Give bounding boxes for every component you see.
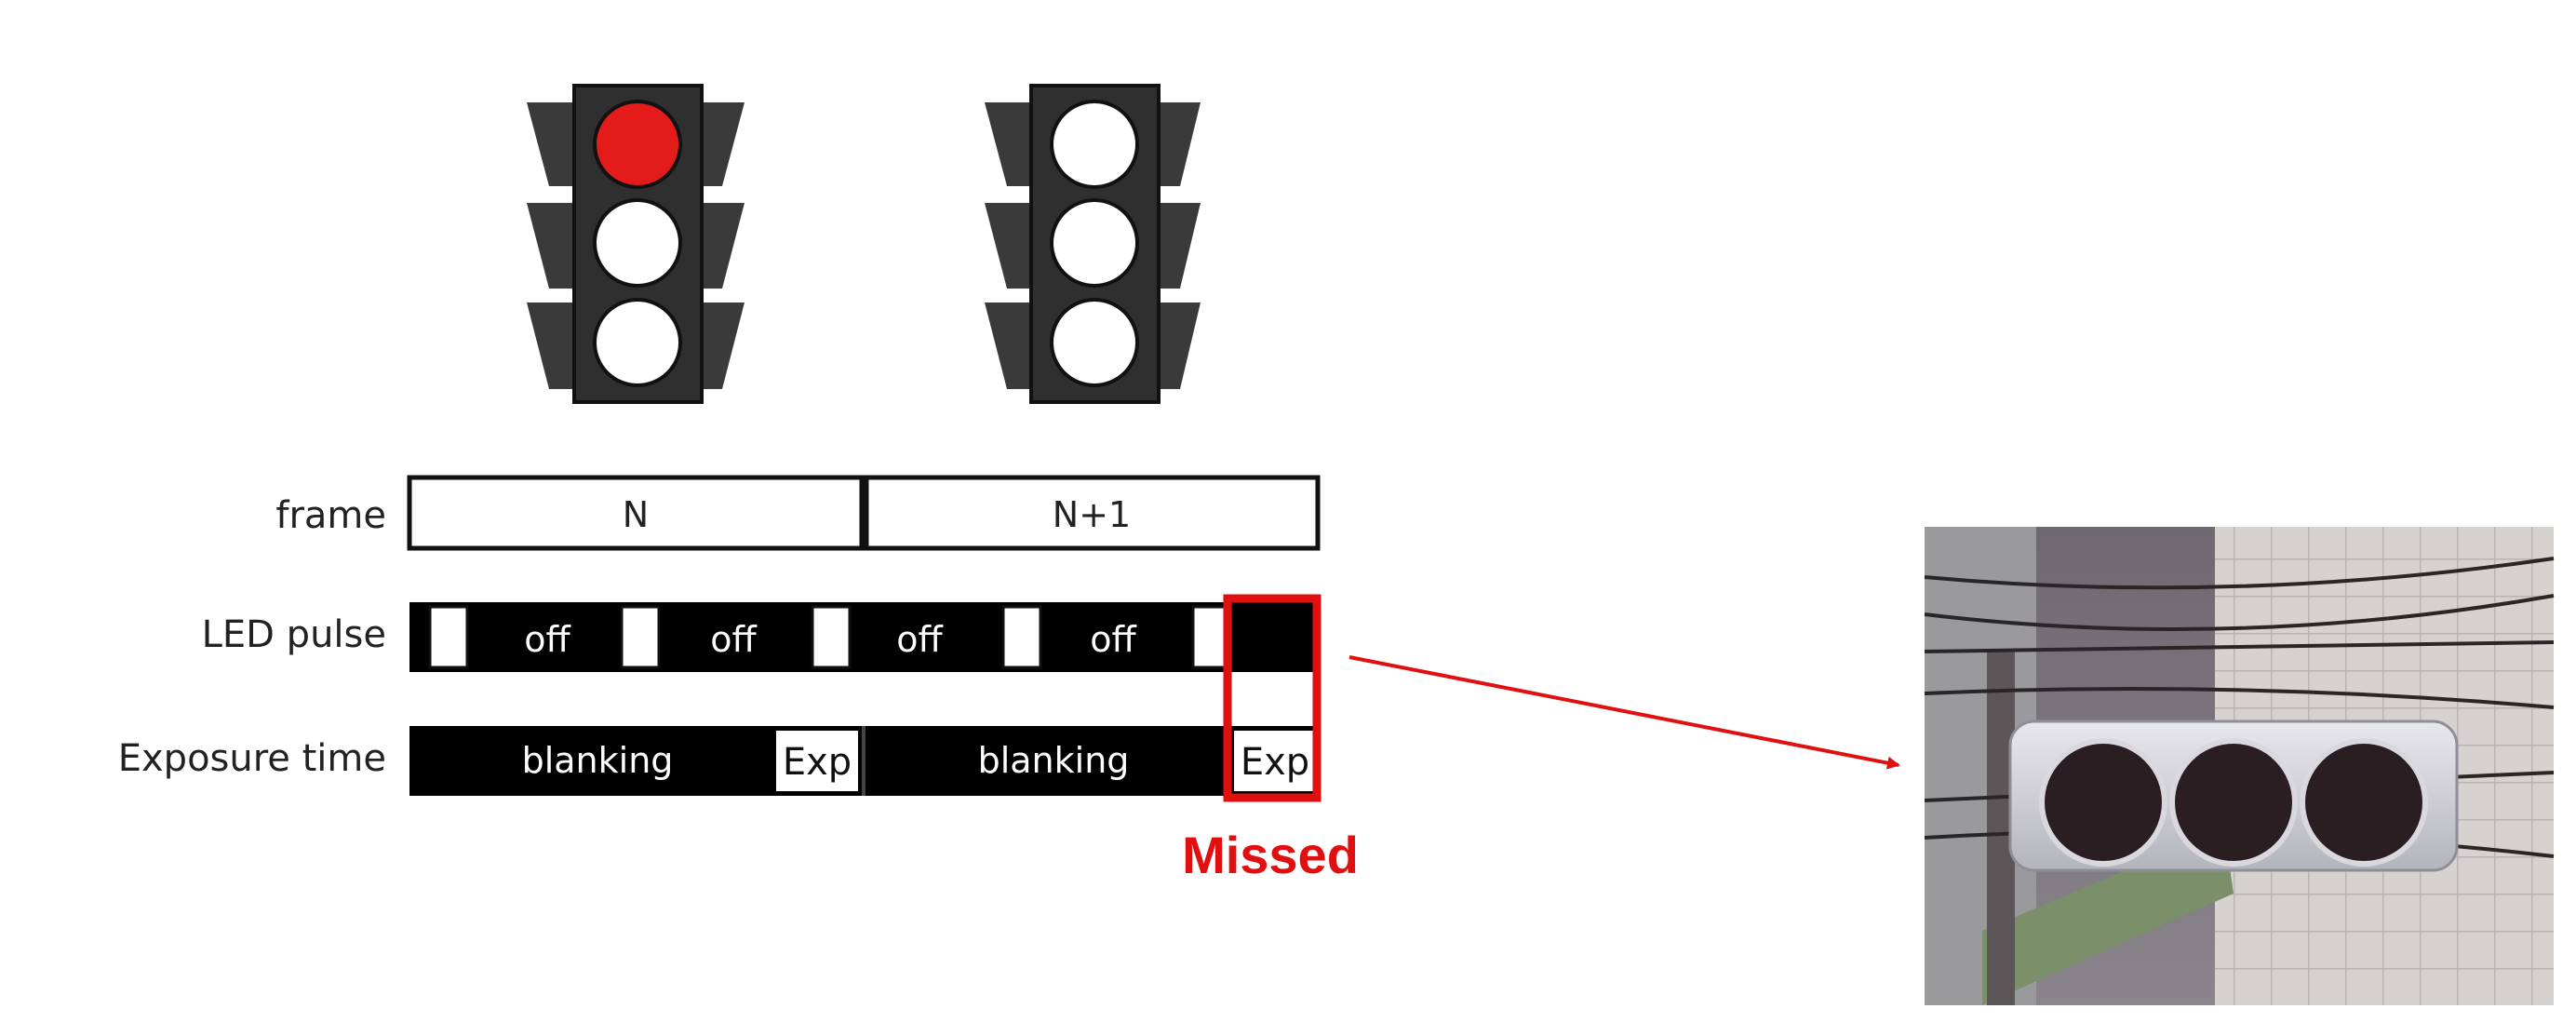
blanking-label: blanking [978,740,1130,781]
led-off-label: off [896,619,943,660]
traffic-light-red-on [527,84,745,404]
visor-left-bot [527,303,577,389]
yellow-lamp-off [593,198,682,288]
frame-box-n-plus-1 [864,475,1321,551]
led-off-label: off [524,619,570,660]
led-off-label: off [1090,619,1136,660]
photo-green-roof [1982,828,2234,1005]
led-on-pulse [620,605,661,669]
visor-left-mid [985,203,1035,289]
visor-left-top [527,102,577,186]
green-lamp-off [1050,298,1139,387]
traffic-light-all-off [985,84,1201,404]
led-pulse-track [409,602,1318,672]
yellow-lamp-off [1050,198,1139,288]
photo-lamp-off [2169,738,2298,867]
exp-label: Exp [1241,741,1309,784]
red-lamp-off [1050,100,1139,189]
frame-box-n [407,475,865,551]
frame-label-n-plus-1: N+1 [1053,494,1131,535]
missed-highlight-box [1223,594,1322,802]
led-pulse-row: off off off off [409,602,1318,672]
photo-lamp-off [2039,738,2167,867]
photo-lamp-off [2300,738,2428,867]
exp-window [1234,731,1316,791]
green-lamp-off [593,298,682,387]
led-off-label: off [710,619,757,660]
missed-label: Missed [1182,826,1359,884]
visor-left-mid [527,203,577,289]
led-on-pulse [1001,605,1042,669]
blanking-label: blanking [522,740,674,781]
visor-right-mid [700,203,745,289]
exposure-row: blanking blanking Exp Exp [409,726,1318,796]
visor-right-top [700,102,745,186]
frame-label-n: N [623,494,649,535]
visor-right-bot [700,303,745,389]
exp-label: Exp [783,741,852,784]
row-label-led-pulse: LED pulse [202,613,386,656]
red-lamp-on [593,100,682,189]
row-label-exposure-time: Exposure time [118,737,386,780]
exp-window [776,731,858,791]
photo-missed-traffic-light [1924,527,2555,1005]
visor-right-mid [1158,203,1201,289]
row-label-frame: frame [275,494,386,537]
arrow-to-photo [1348,655,1900,770]
visor-left-bot [985,303,1035,389]
visor-right-top [1158,102,1201,186]
led-on-pulse [428,605,469,669]
frame-row: N N+1 [407,475,1321,551]
led-on-pulse [811,605,852,669]
visor-right-bot [1158,303,1201,389]
visor-left-top [985,102,1035,186]
